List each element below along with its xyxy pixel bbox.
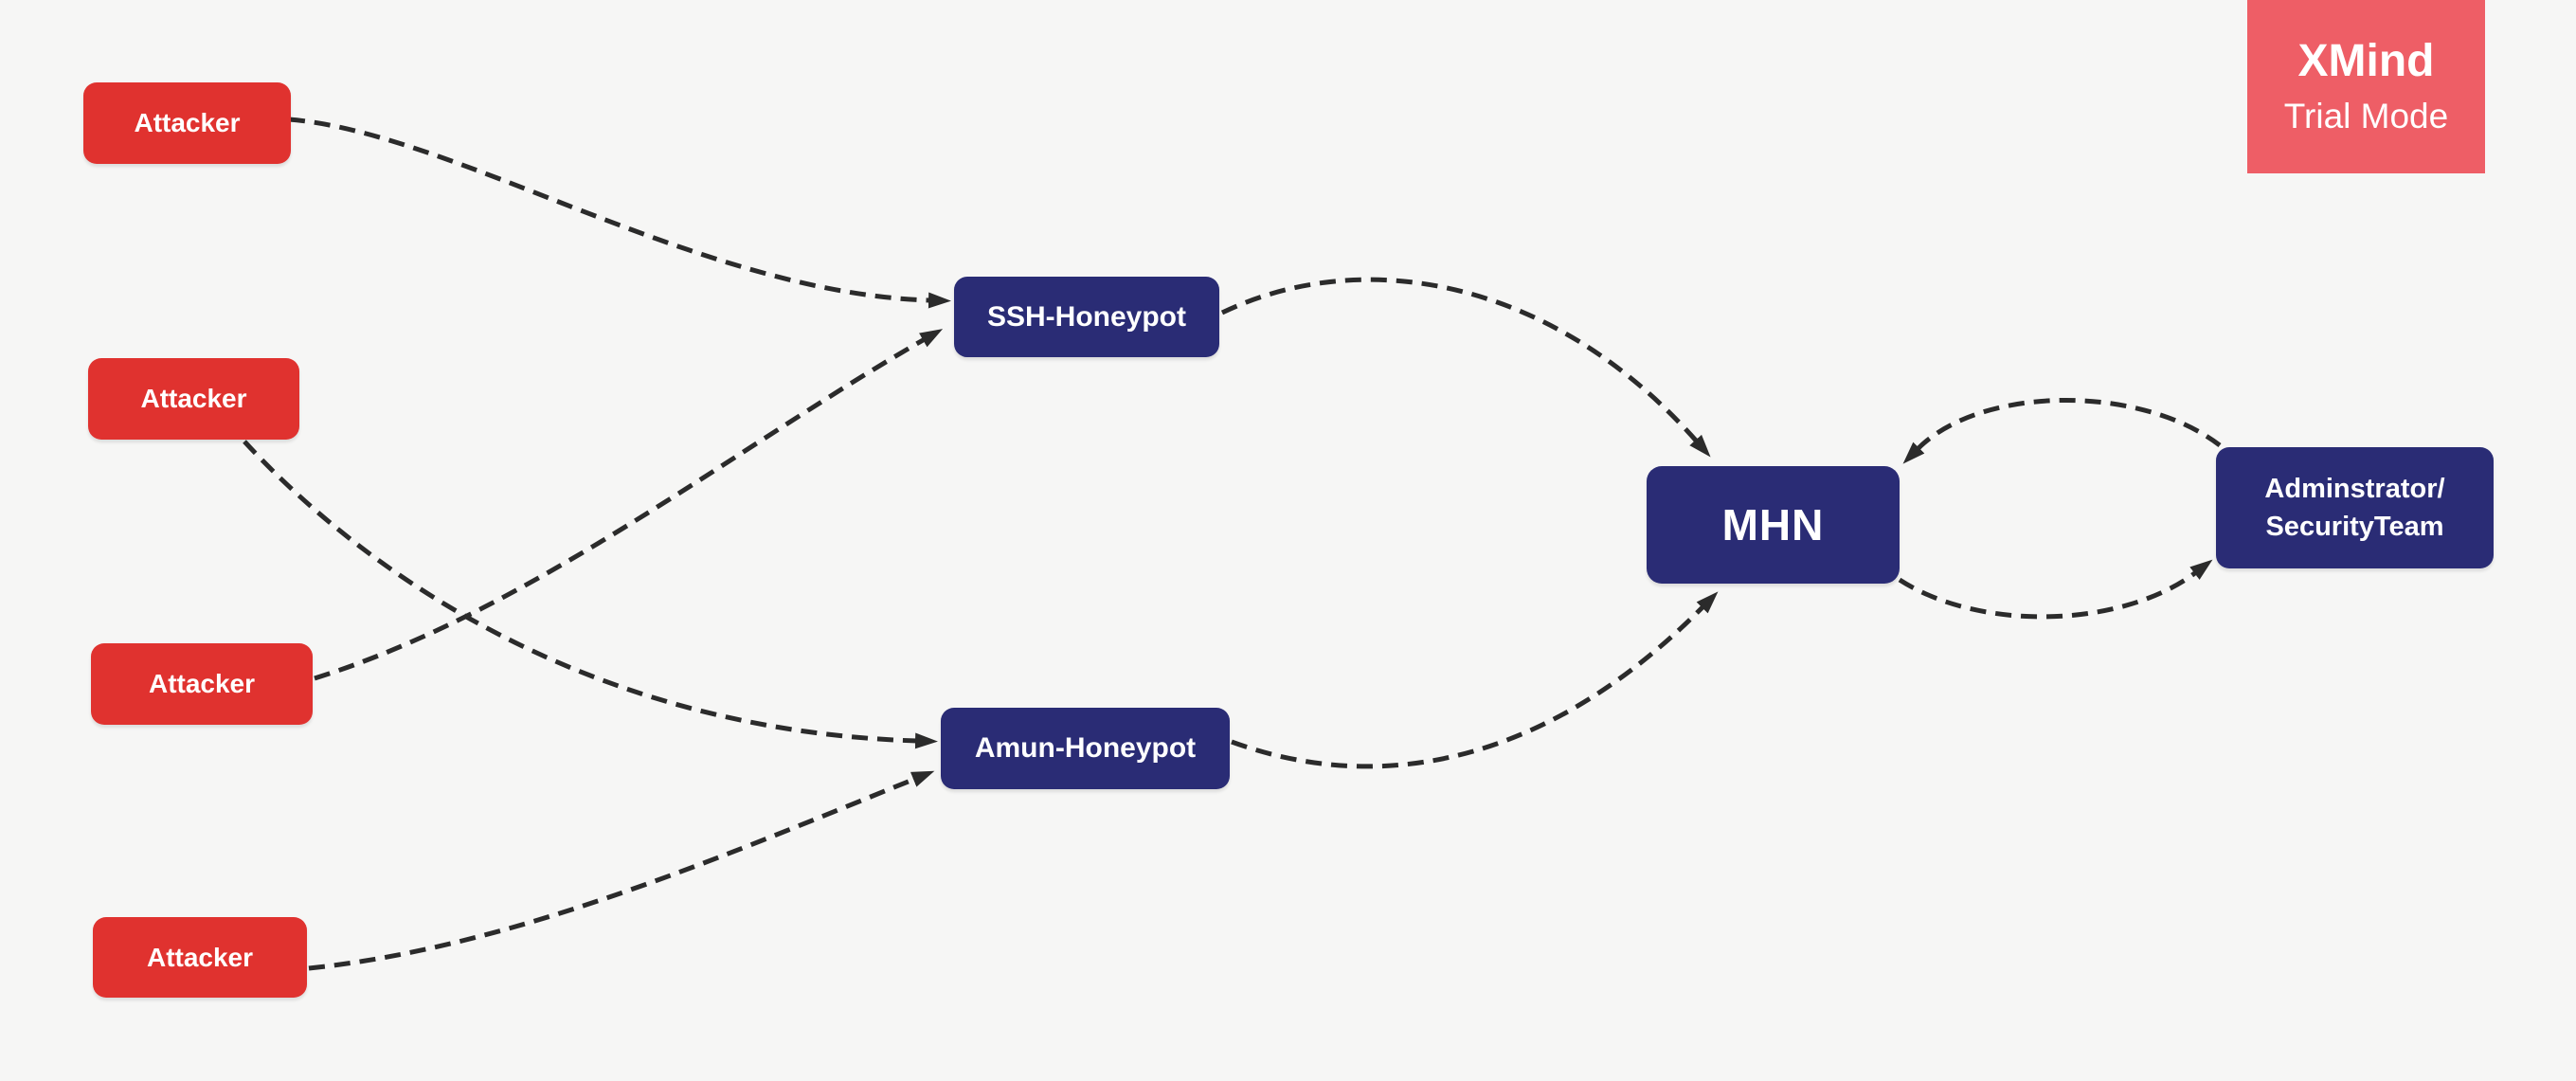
edge-ssh-honeypot-to-mhn[interactable] xyxy=(1220,277,1711,458)
node-label: Attacker xyxy=(134,108,241,137)
node-label: Amun-Honeypot xyxy=(974,732,1197,764)
edge-amun-honeypot-to-mhn[interactable] xyxy=(1231,591,1719,769)
node-mhn[interactable]: MHN xyxy=(1647,466,1900,584)
edge-mhn-to-admin[interactable] xyxy=(1898,559,2213,620)
node-amun-honeypot[interactable]: Amun-Honeypot xyxy=(941,708,1230,789)
node-administrator-security-team[interactable]: Adminstrator/ SecurityTeam xyxy=(2216,447,2494,568)
node-label: Attacker xyxy=(140,384,247,413)
node-label: Attacker xyxy=(148,669,256,698)
node-ssh-honeypot[interactable]: SSH-Honeypot xyxy=(954,277,1219,357)
node-label: Attacker xyxy=(146,942,254,972)
trial-mode-label: Trial Mode xyxy=(2283,96,2449,135)
edge-attacker3-to-ssh-honeypot[interactable] xyxy=(314,329,944,681)
node-label: Adminstrator/ SecurityTeam xyxy=(2264,473,2445,542)
edge-attacker2-to-amun-honeypot[interactable] xyxy=(243,440,938,749)
edge-attacker4-to-amun-honeypot[interactable] xyxy=(308,770,935,971)
node-attacker-1[interactable]: Attacker xyxy=(83,82,291,164)
node-label: MHN xyxy=(1721,500,1825,550)
edge-attacker1-to-ssh-honeypot[interactable] xyxy=(288,117,951,309)
node-attacker-2[interactable]: Attacker xyxy=(88,358,299,440)
node-attacker-3[interactable]: Attacker xyxy=(91,643,313,725)
xmind-logo-text: XMind xyxy=(2297,36,2435,87)
node-label: SSH-Honeypot xyxy=(987,300,1186,333)
node-attacker-4[interactable]: Attacker xyxy=(93,917,307,998)
edge-admin-to-mhn[interactable] xyxy=(1902,398,2222,464)
xmind-trial-watermark[interactable]: XMind Trial Mode xyxy=(2247,0,2485,173)
